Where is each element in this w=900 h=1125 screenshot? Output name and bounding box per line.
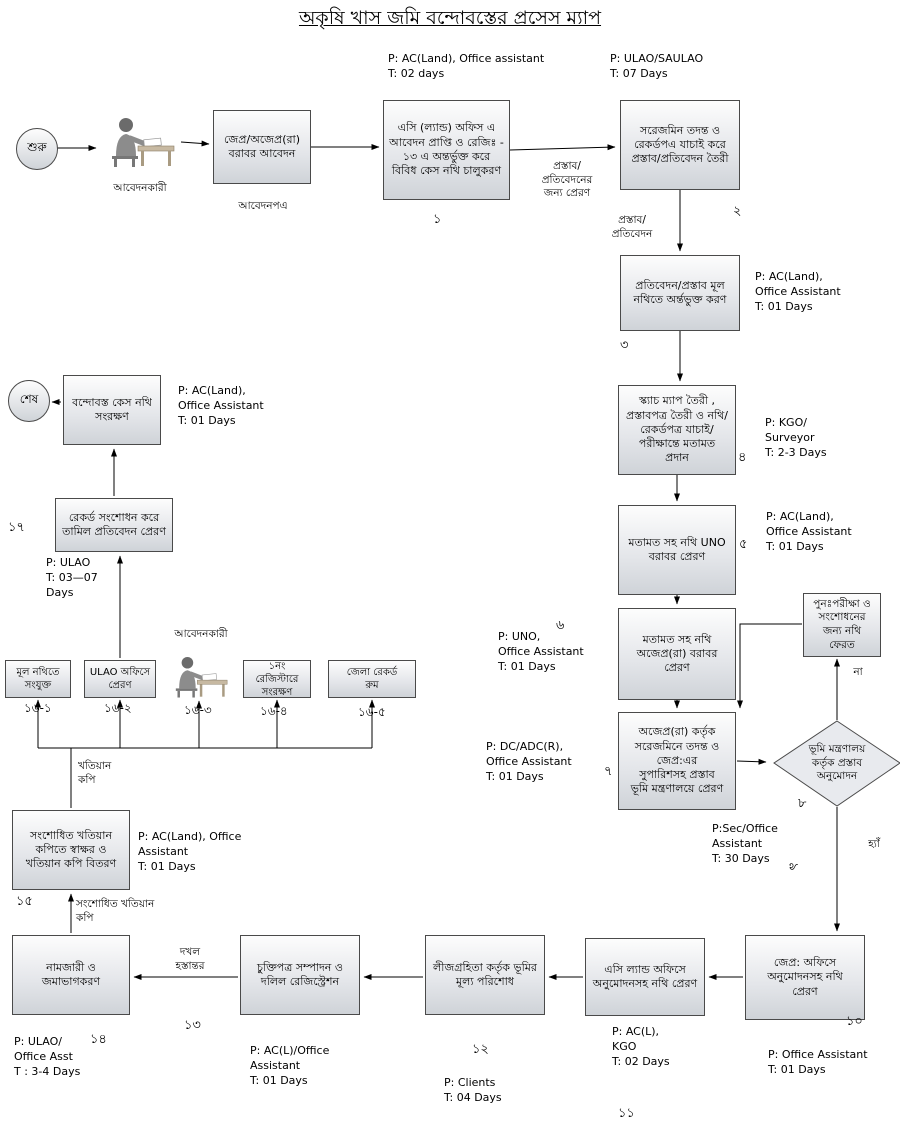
page-title: অকৃষি খাস জমি বন্দোবস্তের প্রসেস ম্যাপ — [298, 7, 602, 29]
flow-label-send-proposal: প্রস্তাব/ প্রতিবেদনের জন্য প্রেরণ — [541, 160, 593, 200]
step-number-3: ৩ — [620, 338, 629, 353]
node-16-4-register-1: ১নং রেজিস্টারে সংরক্ষণ — [243, 660, 311, 698]
application-doc-label: আবেদনপএ — [238, 200, 288, 212]
node-14-mutation: নামজারী ও জমাভাগকরণ — [12, 935, 130, 1015]
step-number-4: ৪ — [738, 450, 747, 465]
step-number-13: ১৩ — [184, 1018, 201, 1033]
annotation-step-1: P: AC(Land), Office assistant T: 02 days — [388, 52, 545, 80]
step-number-1: ১ — [433, 212, 442, 227]
step-number-7: ৭ — [604, 764, 613, 779]
annotation-step-5: P: AC(Land), Office Assistant T: 01 Days — [766, 510, 852, 553]
annotation-step-8: P:Sec/Office Assistant T: 30 Days — [712, 822, 778, 865]
annotation-step-17: P: ULAO T: 03—07 Days — [46, 556, 98, 599]
node-13-deed-registration: চুক্তিপত্র সম্পাদন ও দলিল রেজিস্ট্রেশন — [240, 935, 360, 1015]
node-15-khatian-distribution: সংশোধিত খতিয়ান কপিতে স্বাক্ষর ও খতিয়ান… — [12, 810, 130, 890]
step-number-15: ১৫ — [16, 894, 33, 909]
decision-ministry-approval: ভূমি মন্ত্রণালয় কর্তৃক প্রস্তাব অনুমোদন — [772, 720, 900, 807]
step-number-9: ৯ — [785, 862, 801, 871]
step-number-16-1: ১৬-১ — [24, 701, 52, 715]
annotation-step-11: P: AC(L), KGO T: 02 Days — [612, 1025, 670, 1068]
node-17-record-correction: রেকর্ড সংশোধন করে তামিল প্রতিবেদন প্রেরণ — [55, 498, 173, 552]
annotation-step-3: P: AC(Land), Office Assistant T: 01 Days — [755, 270, 841, 313]
node-10-dc-office: জেপ্র: অফিসে অনুমোদনসহ নথি প্রেরণ — [745, 935, 865, 1020]
annotation-step-14: P: ULAO/ Office Asst T : 3-4 Days — [14, 1035, 81, 1078]
applicant-person-icon — [100, 112, 180, 170]
node-12-lease-payment: লীজগ্রহিতা কর্তৃক ভূমির মূল্য পরিশোধ — [425, 935, 545, 1015]
step-number-16-4: ১৬-৪ — [260, 704, 288, 718]
annotation-step-12: P: Clients T: 04 Days — [444, 1076, 502, 1104]
node-final-case-preservation: বন্দোবস্ত কেস নথি সংরক্ষণ — [63, 375, 161, 445]
node-5-send-to-uno: মতামত সহ নথি UNO বরাবর প্রেরণ — [618, 505, 736, 595]
annotation-step-6: P: UNO, Office Assistant T: 01 Days — [498, 630, 584, 673]
node-return-for-review: পুনঃপরীক্ষা ও সংশোধনের জন্য নথি ফেরত — [803, 593, 881, 657]
node-16-5-district-record-room: জেলা রেকর্ড রুম — [328, 660, 416, 698]
node-16-2-ulao-office: ULAO অফিসে প্রেরণ — [84, 660, 156, 698]
annotation-step-4: P: KGO/ Surveyor T: 2-3 Days — [765, 416, 827, 459]
applicant-person-icon-2 — [163, 652, 235, 700]
node-7-send-to-ministry: অজেপ্র(রা) কর্তৃক সরেজমিনে তদন্ত ও জেপ্র… — [618, 712, 736, 810]
decision-ministry-approval-label: ভূমি মন্ত্রণালয় কর্তৃক প্রস্তাব অনুমোদন — [808, 743, 866, 783]
step-number-8: ৮ — [798, 796, 807, 811]
node-2-field-inquiry: সরেজমিন তদন্ত ও রেকর্ডপএ যাচাই করে প্রস্… — [620, 100, 740, 190]
flow-label-possession: দখল হস্তান্তর — [175, 946, 205, 972]
applicant-label: আবেদনকারী — [113, 182, 167, 194]
step-number-16-2: ১৬-২ — [104, 701, 132, 715]
node-6-send-to-adc: মতামত সহ নথি অজেপ্র(রা) বরাবর প্রেরণ — [618, 608, 736, 700]
annotation-step-15: P: AC(Land), Office Assistant T: 01 Days — [138, 830, 242, 873]
node-16-1-main-file: মূল নথিতে সংযুক্ত — [5, 660, 71, 698]
flow-label-khatian-copy: খতিয়ান কপি — [78, 760, 112, 786]
decision-no-label: না — [853, 666, 863, 678]
step-number-16-5: ১৬-৫ — [358, 705, 386, 719]
start-node: শুরু — [16, 128, 58, 170]
step-number-14: ১৪ — [90, 1032, 107, 1047]
step-number-5: ৫ — [739, 537, 748, 552]
annotation-final: P: AC(Land), Office Assistant T: 01 Days — [178, 384, 264, 427]
annotation-step-13: P: AC(L)/Office Assistant T: 01 Days — [250, 1044, 330, 1087]
step-number-10: ১০ — [846, 1014, 863, 1029]
node-1-case-open: এসি (ল্যান্ড) অফিস এ আবেদন প্রাপ্তি ও রে… — [383, 100, 510, 200]
annotation-step-7: P: DC/ADC(R), Office Assistant T: 01 Day… — [486, 740, 572, 783]
end-node: শেষ — [8, 380, 50, 422]
step-number-12: ১২ — [472, 1042, 489, 1057]
step-number-6: ৬ — [556, 618, 565, 633]
node-application-to-dc: জেপ্র/অজেপ্র(রা) বরাবর আবেদন — [213, 110, 311, 184]
node-3-include-in-file: প্রতিবেদন/প্রস্তাব মূল নথিতে অর্ন্তভুক্ত… — [620, 255, 740, 331]
flow-label-corrected-khatian: সংশোধিত খতিয়ান কপি — [76, 898, 155, 924]
applicant-mid-label: আবেদনকারী — [174, 628, 228, 640]
flow-label-proposal-report: প্রস্তাব/ প্রতিবেদন — [611, 214, 653, 240]
node-11-ac-land-office: এসি ল্যান্ড অফিসে অনুমোদনসহ নথি প্রেরণ — [585, 938, 705, 1016]
step-number-11: ১১ — [618, 1106, 635, 1121]
step-number-2: ২ — [733, 204, 742, 219]
step-number-16-3: ১৬-৩ — [184, 703, 212, 717]
annotation-step-10: P: Office Assistant T: 01 Days — [768, 1048, 868, 1076]
decision-yes-label: হ্যাঁ — [868, 838, 880, 850]
node-4-sketch-map: স্ক্যাচ ম্যাপ তৈরী , প্রস্তাবপত্র তৈরী ও… — [618, 385, 736, 475]
step-number-17: ১৭ — [8, 520, 25, 535]
annotation-step-2: P: ULAO/SAULAO T: 07 Days — [610, 52, 704, 80]
